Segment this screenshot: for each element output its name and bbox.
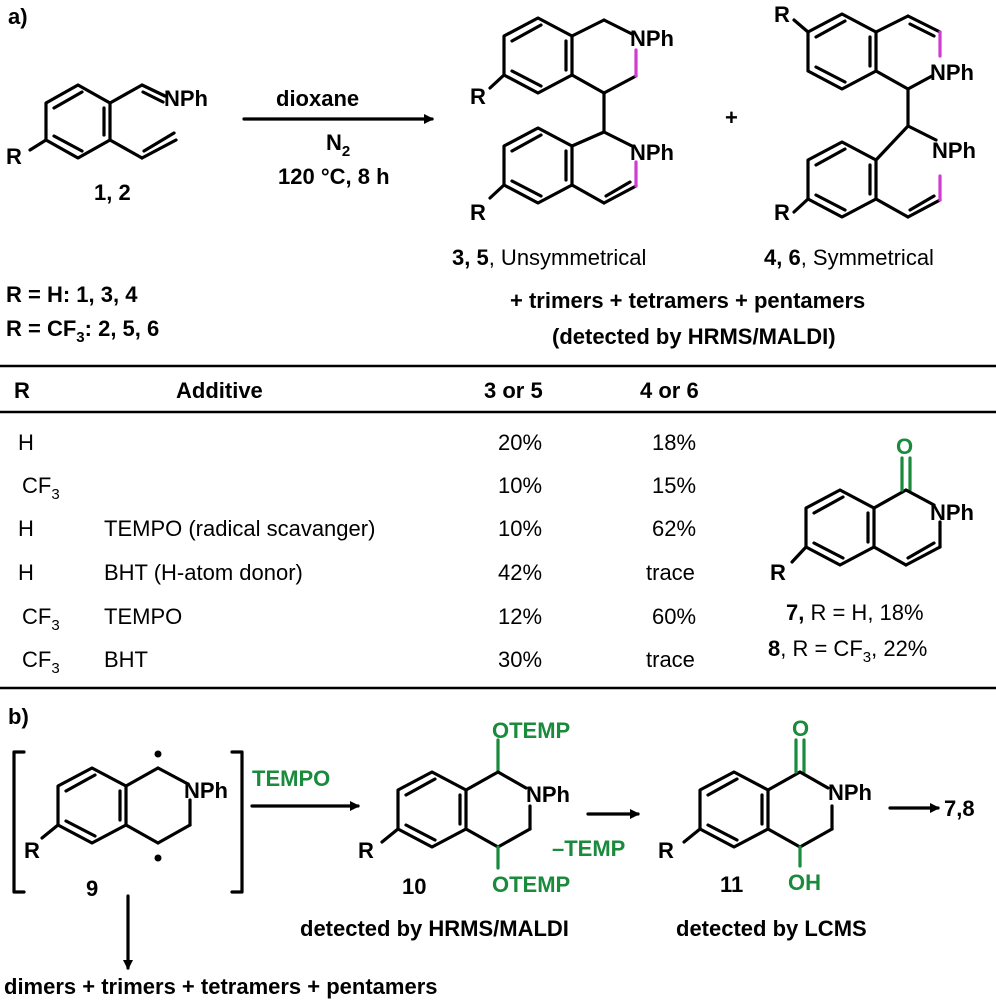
table-cell-additive: TEMPO (radical scavanger) (104, 516, 375, 541)
table-cell-yield-46: 60% (652, 604, 696, 629)
atmosphere-label: N2 (326, 130, 350, 160)
table-cell-yield-46: 62% (652, 516, 696, 541)
minus-temp-label: –TEMP (552, 836, 625, 861)
table-cell-yield-35: 30% (498, 647, 542, 672)
oligomers-line2: (detected by HRMS/MALDI) (552, 324, 836, 349)
unsym-r-bottom: R (470, 200, 486, 225)
compound-11-structure (682, 738, 834, 868)
compound-10-structure (380, 738, 532, 870)
unsym-nph-bottom: NPh (630, 140, 674, 165)
table-cell-yield-35: 12% (498, 604, 542, 629)
table-cell-r: H (18, 430, 34, 455)
panel-b-label: b) (8, 704, 29, 729)
table-cell-r: H (18, 560, 34, 585)
table-cell-r: CF3 (22, 647, 60, 677)
side-product-structure (790, 456, 942, 567)
panel-a-label: a) (8, 4, 28, 29)
start-r: R (6, 144, 22, 169)
table-header-additive: Additive (176, 378, 263, 403)
table-cell-yield-35: 20% (498, 430, 542, 455)
c9-r: R (24, 838, 40, 863)
table-cell-yield-35: 10% (498, 516, 542, 541)
c11-o: O (792, 716, 809, 741)
sym-r-top: R (774, 2, 790, 27)
table-cell-additive: TEMPO (104, 604, 182, 629)
side-o: O (896, 434, 913, 459)
table-cell-yield-46: trace (646, 647, 695, 672)
start-label: 1, 2 (94, 180, 131, 205)
c10-otemp-bottom: OTEMP (492, 872, 570, 897)
unsym-nph-top: NPh (630, 26, 674, 51)
c11-r: R (658, 838, 674, 863)
product-sym-structure (792, 12, 942, 219)
oligomers-line1: + trimers + tetramers + pentamers (510, 288, 865, 313)
side-line1: 7, R = H, 18% (786, 600, 924, 625)
dimers-label: dimers + trimers + tetramers + pentamers (4, 974, 438, 999)
table-cell-yield-46: 18% (652, 430, 696, 455)
c11-detected: detected by LCMS (676, 916, 867, 941)
c9-label: 9 (86, 876, 98, 901)
start-structure (28, 83, 178, 160)
sym-nph-top: NPh (930, 60, 974, 85)
table-cell-yield-46: trace (646, 560, 695, 585)
table-cell-r: H (18, 516, 34, 541)
unsym-r-top: R (470, 84, 486, 109)
table-cell-additive: BHT (104, 647, 148, 672)
c10-detected: detected by HRMS/MALDI (300, 916, 569, 941)
table-header-35: 3 or 5 (484, 378, 543, 403)
sym-nph-bottom: NPh (932, 138, 976, 163)
table-cell-yield-35: 10% (498, 473, 542, 498)
sym-r-bottom: R (774, 200, 790, 225)
side-r: R (770, 560, 786, 585)
tempo-label: TEMPO (252, 766, 330, 791)
table-header-r: R (14, 378, 30, 403)
final-products: 7,8 (944, 796, 975, 821)
unsym-caption: 3, 5, Unsymmetrical (452, 245, 646, 270)
c11-nph: NPh (828, 780, 872, 805)
table-cell-yield-35: 42% (498, 560, 542, 585)
plus-sign: + (725, 105, 738, 130)
c11-label: 11 (720, 872, 743, 897)
compound-9-structure (12, 750, 244, 894)
table-cell-r: CF3 (22, 473, 60, 503)
table-cell-yield-46: 15% (652, 473, 696, 498)
temp-time-label: 120 °C, 8 h (278, 164, 390, 189)
r-def-1: R = H: 1, 3, 4 (6, 282, 138, 307)
product-unsym-structure (488, 16, 638, 205)
table-cell-additive: BHT (H-atom donor) (104, 560, 303, 585)
table-header-46: 4 or 6 (640, 378, 699, 403)
c10-otemp-top: OTEMP (492, 718, 570, 743)
table-body: H 20% 18% CF3 10% 15% H TEMPO (radical scavange… (18, 430, 696, 677)
c10-nph: NPh (526, 782, 570, 807)
c11-oh: OH (788, 870, 821, 895)
solvent-label: dioxane (276, 86, 359, 111)
sym-caption: 4, 6, Symmetrical (764, 245, 934, 270)
r-def-2: R = CF3: 2, 5, 6 (6, 316, 159, 346)
c9-nph: NPh (184, 778, 228, 803)
side-line2: 8, R = CF3, 22% (768, 636, 927, 666)
c10-label: 10 (402, 874, 426, 899)
side-nph: NPh (930, 500, 974, 525)
table-cell-r: CF3 (22, 604, 60, 634)
c10-r: R (358, 838, 374, 863)
start-nph: NPh (164, 86, 208, 111)
